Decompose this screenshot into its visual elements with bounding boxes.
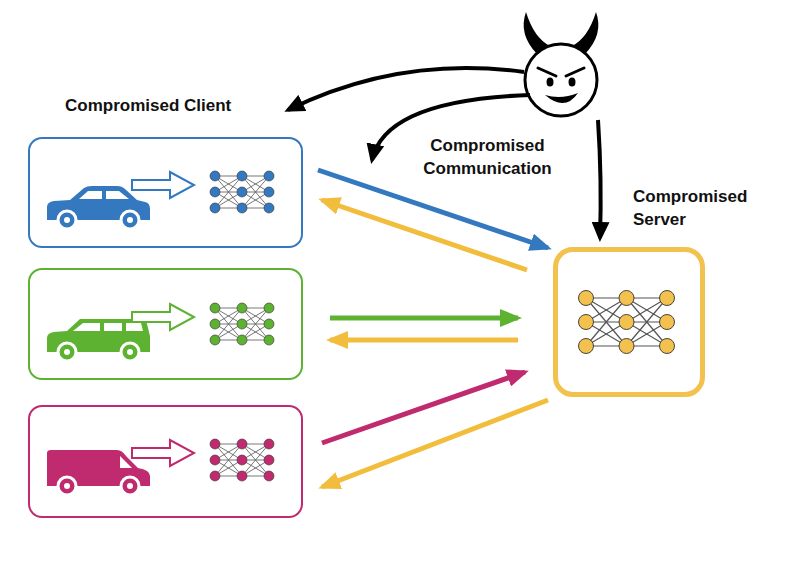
server-box	[553, 247, 705, 397]
threat-label: Compromised Client	[65, 94, 285, 117]
client-box	[28, 405, 303, 518]
client-box	[28, 268, 303, 380]
data-flow-arrow	[322, 372, 525, 443]
hollow-arrow	[132, 440, 194, 466]
hollow-arrow	[132, 304, 194, 330]
neural-net	[579, 291, 675, 354]
threat-label: Compromised Server	[633, 185, 773, 231]
neural-net	[210, 439, 274, 481]
data-flow-arrow	[322, 400, 548, 487]
threat-label: Compromised Communication	[405, 134, 570, 180]
attacker-face	[524, 12, 599, 116]
data-flow-arrow	[330, 338, 518, 343]
neural-net	[210, 303, 274, 345]
data-flow-arrow	[322, 200, 527, 270]
data-flow-arrow	[330, 316, 518, 321]
neural-net	[210, 171, 274, 213]
hollow-arrow	[132, 172, 194, 198]
client-box	[28, 137, 303, 248]
wagon-icon	[47, 319, 150, 361]
sedan-icon	[47, 186, 150, 229]
